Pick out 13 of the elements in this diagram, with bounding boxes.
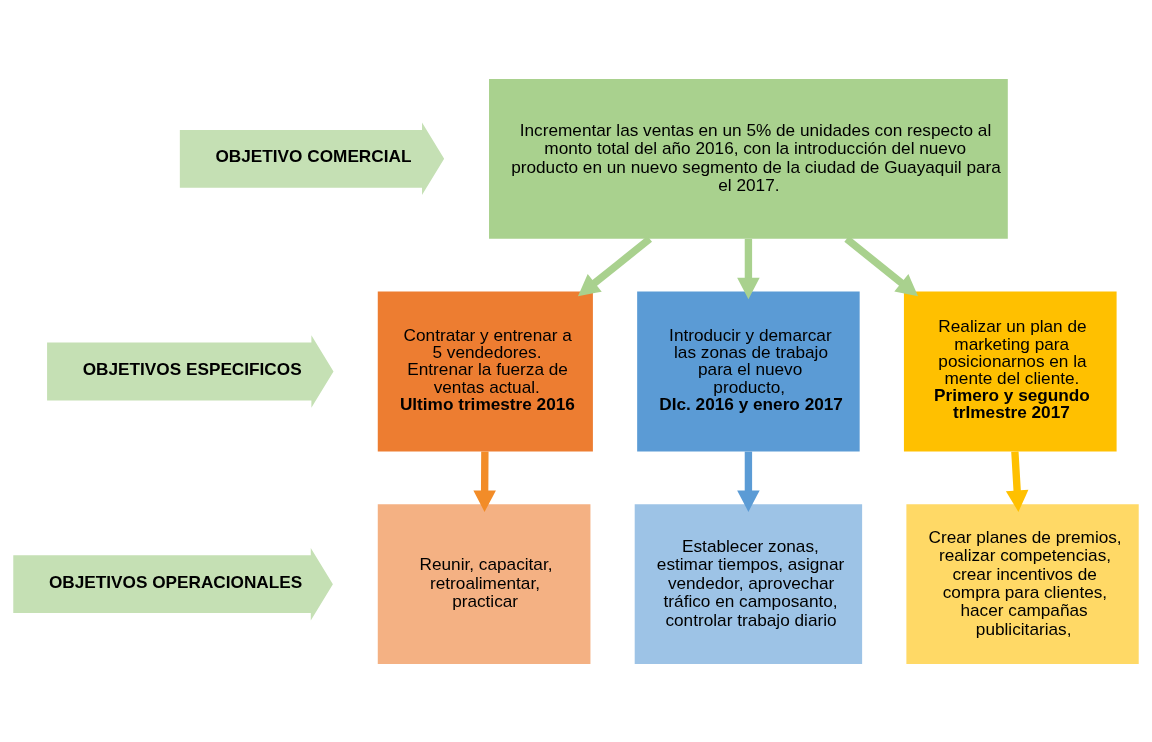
arrow (473, 451, 496, 512)
node-box: Introducir y demarcar las zonas de trabajo para el nuevo producto, DIc. 2016 y enero 2017 (637, 291, 860, 451)
node-box: Incrementar las ventas en un 5% de unidades con respecto al monto total del año 2016, con la introducción del nuevo producto en un nuevo segmento de la ciudad de Guayaquil para el 2017. (489, 78, 1008, 239)
arrow (577, 235, 652, 296)
arrow (844, 235, 919, 296)
node-box: Contratar y entrenar a 5 vendedores. Entrenar la fuerza de ventas actual. Ultimo trimestre 2016 (377, 291, 593, 451)
node-box: Realizar un plan de marketing para posicionarnos en la mente del cliente. Primero y segundo trImestre 2017 (903, 291, 1117, 451)
node-box: Reunir, capacitar, retroalimentar, practicar (377, 503, 591, 664)
node-box: Establecer zonas, estimar tiempos, asignar vendedor, aprovechar tráfico en camposanto, controlar trabajo diario (634, 503, 863, 664)
arrow (1005, 450, 1029, 512)
node-box: Crear planes de premios, realizar competencias, crear incentivos de compra para clientes, hacer campañas publicitarias, (906, 503, 1139, 664)
arrow (737, 238, 760, 299)
arrow (737, 451, 760, 512)
